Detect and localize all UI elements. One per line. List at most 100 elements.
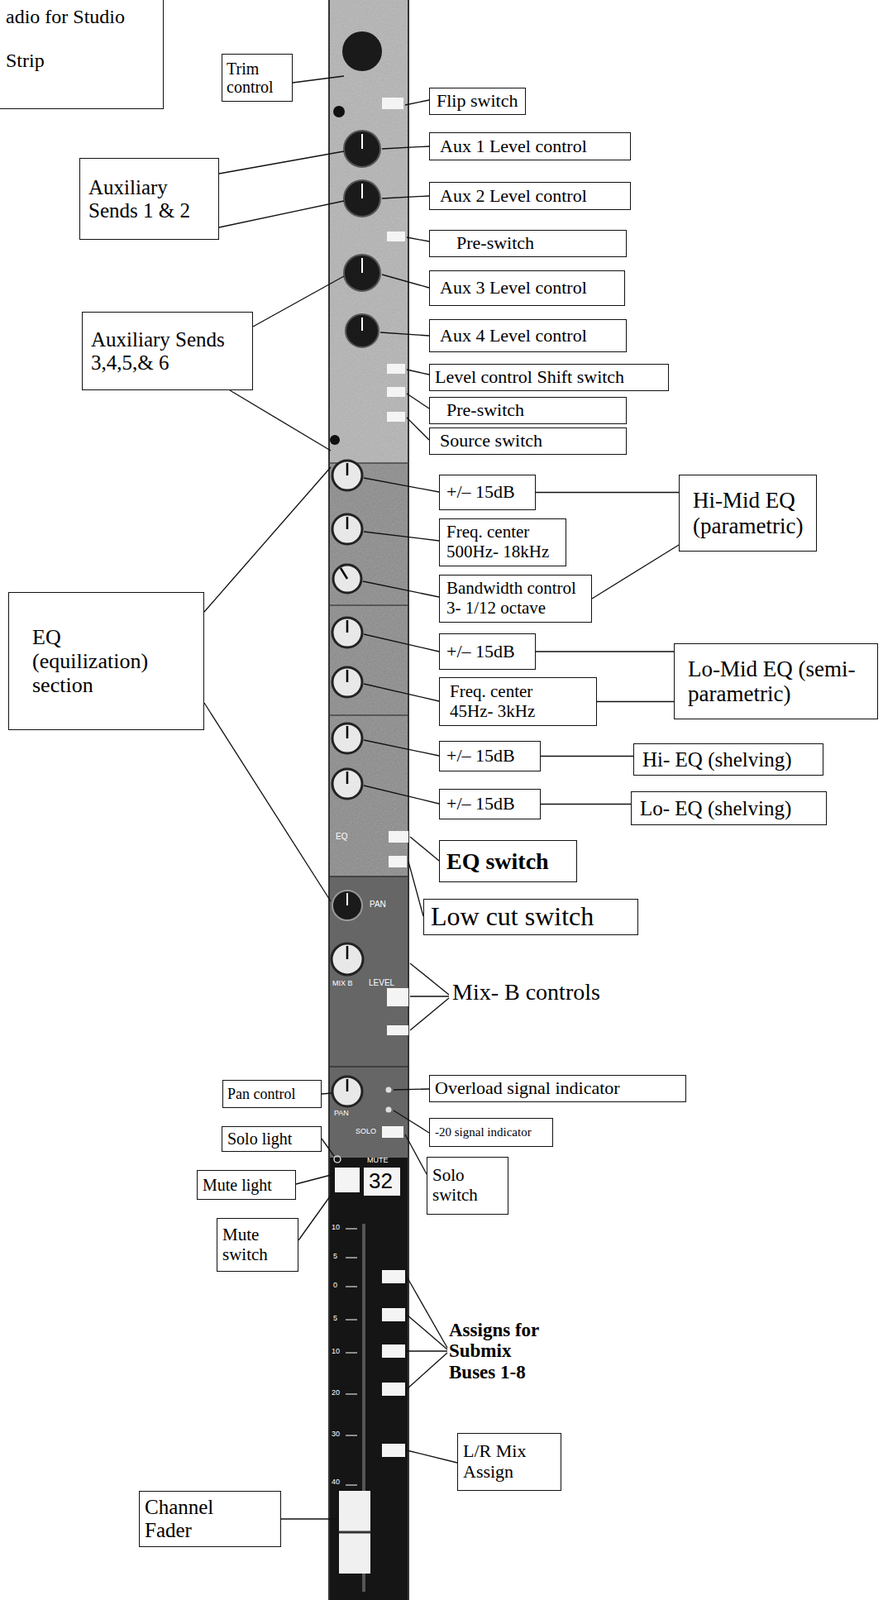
scale-number: 10: [331, 1347, 340, 1356]
box-text: Trim control: [226, 59, 288, 97]
box-text: Aux 2 Level control: [439, 186, 626, 207]
callout-box: Aux 4 Level control: [429, 319, 627, 353]
scale-number: 5: [333, 1314, 338, 1323]
box-text: +/– 15dB: [446, 482, 531, 503]
connector-line: [540, 803, 631, 805]
callout-box: Flip switch: [429, 87, 526, 115]
callout-box: -20 signal indicator: [429, 1117, 554, 1147]
box-text: +/– 15dB: [446, 793, 536, 815]
scale-number: 0: [333, 1281, 338, 1290]
panel-text: MUTE: [367, 1156, 389, 1165]
knobs: [329, 31, 392, 1163]
callout-box: Mute switch: [216, 1217, 299, 1272]
group-box: Lo- EQ (shelving): [630, 791, 827, 826]
box-text: Strip: [5, 49, 158, 72]
connector-line: [596, 701, 674, 702]
scale-number: 30: [331, 1430, 340, 1439]
panel-text: PAN: [369, 899, 387, 909]
box-text: -20 signal indicator: [434, 1125, 549, 1140]
callout-box: Aux 1 Level control: [429, 132, 631, 161]
group-box: Lo-Mid EQ (semi-parametric): [673, 643, 879, 720]
box-text: Overload signal indicator: [434, 1078, 682, 1099]
box-text: Pan control: [227, 1085, 318, 1103]
spec-box: Freq. center 45Hz- 3kHz: [439, 677, 597, 726]
box-text: Mute light: [202, 1175, 292, 1194]
scale-number: 40: [331, 1478, 340, 1487]
box-text: Solo switch: [432, 1165, 505, 1205]
buttons: [334, 97, 409, 1457]
group-box: Hi- EQ (shelving): [633, 743, 824, 776]
callout-label: Mix- B controls: [452, 979, 601, 1006]
group-box: EQ (equilization) section: [8, 591, 205, 731]
callout-box: Low cut switch: [423, 898, 639, 936]
group-box: Auxiliary Sends 3,4,5,& 6: [81, 311, 253, 391]
group-box: Auxiliary Sends 1 & 2: [79, 157, 220, 240]
box-text: adio for Studio: [5, 5, 158, 29]
box-text: Channel Fader: [144, 1495, 248, 1542]
panel-text: PAN: [334, 1109, 349, 1118]
callout-box: Pre-switch: [429, 229, 627, 258]
box-text: Mute switch: [222, 1225, 295, 1265]
connector-line: [591, 544, 679, 599]
callout-box: EQ switch: [439, 840, 578, 883]
box-text: Low cut switch: [430, 902, 634, 932]
panel-text: EQ: [335, 831, 348, 841]
callout-box: Source switch: [429, 427, 627, 455]
box-text: +/– 15dB: [446, 745, 536, 767]
strip-body: [329, 0, 409, 1600]
scale-number: 5: [333, 1252, 338, 1261]
spec-box: +/– 15dB: [439, 633, 536, 670]
callout-box: Pan control: [222, 1079, 322, 1108]
box-text: Freq. center 45Hz- 3kHz: [449, 682, 564, 721]
box-text: EQ (equilization) section: [32, 625, 154, 697]
box-text: +/– 15dB: [446, 641, 531, 663]
spec-box: +/– 15dB: [439, 788, 541, 820]
box-text: Pre-switch: [446, 400, 622, 421]
panel-text: LEVEL: [368, 978, 395, 988]
box-text: EQ switch: [446, 848, 573, 874]
callout-box: Aux 2 Level control: [429, 181, 631, 211]
channel-number: 32: [368, 1169, 393, 1194]
spec-box: Freq. center 500Hz- 18kHz: [439, 518, 567, 567]
callout-label: Assigns for Submix Buses 1-8: [448, 1319, 559, 1383]
callout-box: L/R Mix Assign: [457, 1432, 562, 1491]
box-text: Pre-switch: [456, 233, 622, 254]
box-text: Aux 1 Level control: [439, 136, 626, 158]
box-text: Aux 3 Level control: [439, 277, 621, 299]
box-text: Flip switch: [436, 90, 521, 112]
scale-number: 20: [331, 1388, 340, 1398]
callout-box: Level control Shift switch: [429, 363, 669, 392]
fader: [338, 1223, 371, 1592]
title-box: adio for StudioStrip: [0, 0, 164, 110]
connector-line: [535, 650, 674, 652]
box-text: Source switch: [439, 430, 622, 452]
callout-box: Channel Fader: [138, 1490, 282, 1547]
box-text: Hi-Mid EQ (parametric): [692, 487, 812, 538]
box-text: Aux 4 Level control: [439, 325, 622, 347]
panel-text: SOLO: [355, 1127, 377, 1136]
connector-line: [535, 491, 679, 493]
callout-box: Overload signal indicator: [429, 1074, 687, 1103]
box-text: Level control Shift switch: [434, 367, 665, 388]
spec-box: +/– 15dB: [439, 740, 541, 772]
callout-box: Aux 3 Level control: [429, 270, 626, 306]
box-text: Auxiliary Sends 1 & 2: [88, 176, 211, 223]
box-text: Auxiliary Sends 3,4,5,& 6: [90, 328, 246, 375]
callout-box: Solo light: [221, 1126, 322, 1152]
box-text: Freq. center 500Hz- 18kHz: [446, 522, 562, 562]
callout-box: Trim control: [221, 53, 293, 102]
box-text: Hi- EQ (shelving): [642, 748, 819, 772]
callout-box: Pre-switch: [429, 396, 627, 425]
spec-box: Bandwidth control 3- 1/12 octave: [439, 574, 592, 623]
spec-box: +/– 15dB: [439, 474, 536, 511]
leader-lines: [204, 76, 458, 1519]
callout-box: Mute light: [196, 1169, 296, 1200]
box-text: Bandwidth control 3- 1/12 octave: [446, 578, 588, 618]
box-text: L/R Mix Assign: [462, 1441, 558, 1482]
group-box: Hi-Mid EQ (parametric): [678, 474, 817, 552]
callout-box: Solo switch: [426, 1156, 509, 1215]
panel-text: MIX B: [332, 979, 354, 989]
connector-line: [540, 755, 634, 757]
box-text: Solo light: [227, 1129, 318, 1148]
